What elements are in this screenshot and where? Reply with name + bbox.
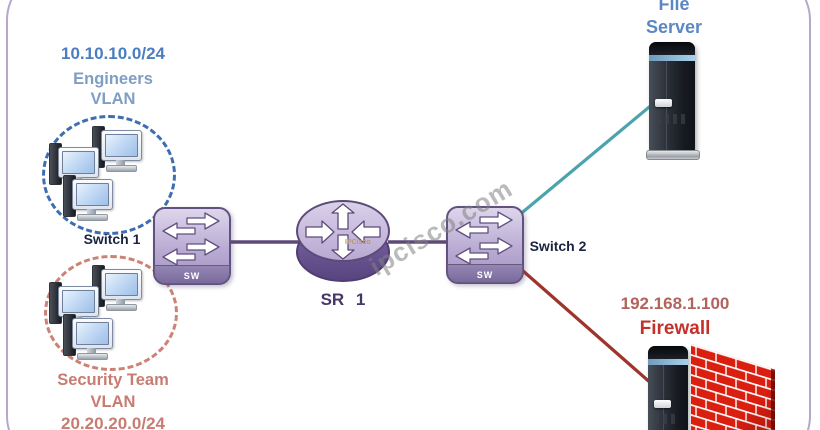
security-vlan-type: VLAN: [90, 393, 136, 411]
server-top-cap: [649, 42, 695, 55]
pc-stand: [116, 160, 125, 165]
pc-monitor: [72, 179, 113, 210]
router-arrows-icon: [305, 203, 381, 260]
firewall-label-block: 192.168.1.100 Firewall: [608, 292, 742, 342]
router-label: SR 1: [320, 290, 366, 309]
firewall-ip-label: 192.168.1.100: [620, 294, 730, 313]
firewall-brick-wall-icon: [691, 344, 775, 430]
pc-screen: [105, 134, 138, 157]
server-top-cap: [648, 346, 688, 359]
pc-stand: [87, 348, 96, 353]
switch-badge-text: SW: [476, 270, 494, 280]
server-ports: [655, 413, 680, 424]
server-blue-strip: [649, 55, 695, 61]
server-body: [648, 346, 688, 430]
pc-stand-base: [106, 304, 137, 311]
link-switch2-fileserver: [510, 96, 662, 223]
security-subnet-label: 20.20.20.0/24: [61, 414, 165, 430]
server-blue-strip: [648, 359, 688, 365]
switch-badge: SW: [447, 264, 523, 283]
engineers-vlan-label-block: 10.10.10.0/24 Engineers VLAN: [33, 44, 193, 109]
server-body: [649, 42, 695, 151]
pc-stand-base: [106, 165, 137, 172]
workstation-icon: [63, 172, 113, 224]
workstation-icon: [49, 279, 99, 331]
server-drive-button: [655, 98, 673, 107]
firewall-server-icon: [645, 346, 693, 430]
switch-arrows-icon: [455, 211, 513, 264]
pc-monitor: [58, 286, 99, 317]
switch-badge: SW: [154, 265, 230, 284]
server-panel-line: [663, 365, 665, 430]
pc-stand-base: [77, 353, 108, 360]
router-icon: IPCisco: [296, 200, 390, 284]
workstation-icon: [92, 262, 142, 314]
security-vlan-label-block: Security Team VLAN 20.20.20.0/24: [33, 369, 193, 430]
engineers-subnet-label: 10.10.10.0/24: [61, 44, 165, 63]
pc-screen: [105, 273, 138, 296]
switch-badge-text: SW: [183, 271, 201, 281]
server-drive-button: [653, 399, 671, 408]
file-server-label-line1: File: [658, 0, 690, 14]
switch2-icon: SW: [446, 206, 524, 284]
pc-monitor: [58, 147, 99, 178]
pc-stand: [87, 209, 96, 214]
file-server-icon: [646, 42, 700, 160]
workstation-icon: [63, 311, 113, 363]
pc-stand: [116, 299, 125, 304]
switch1-icon: SW: [153, 207, 231, 285]
file-server-label-block: File Server: [612, 0, 736, 39]
server-base: [646, 150, 700, 160]
diagram-border-frame: [6, 0, 811, 430]
engineers-vlan-name: Engineers: [73, 70, 153, 88]
link-switch2-firewall: [512, 261, 663, 394]
pc-monitor: [72, 318, 113, 349]
engineers-vlan-circle: [42, 115, 176, 235]
switch2-label: Switch 2: [529, 238, 587, 254]
router-brand-text: IPCisco: [345, 239, 371, 246]
security-vlan-circle: [44, 255, 178, 371]
pc-screen: [76, 322, 109, 345]
switch-arrows-icon: [162, 212, 220, 265]
pc-stand-base: [77, 214, 108, 221]
pc-screen: [76, 183, 109, 206]
pc-monitor: [101, 269, 142, 300]
security-vlan-name: Security Team: [57, 371, 169, 389]
pc-screen: [62, 151, 95, 174]
file-server-label-line2: Server: [645, 17, 703, 37]
firewall-label: Firewall: [639, 318, 711, 339]
router-cylinder-top: IPCisco: [296, 200, 390, 262]
switch1-label: Switch 1: [83, 231, 141, 247]
server-ports: [657, 113, 685, 124]
pc-screen: [62, 290, 95, 313]
engineers-vlan-type: VLAN: [90, 90, 136, 108]
